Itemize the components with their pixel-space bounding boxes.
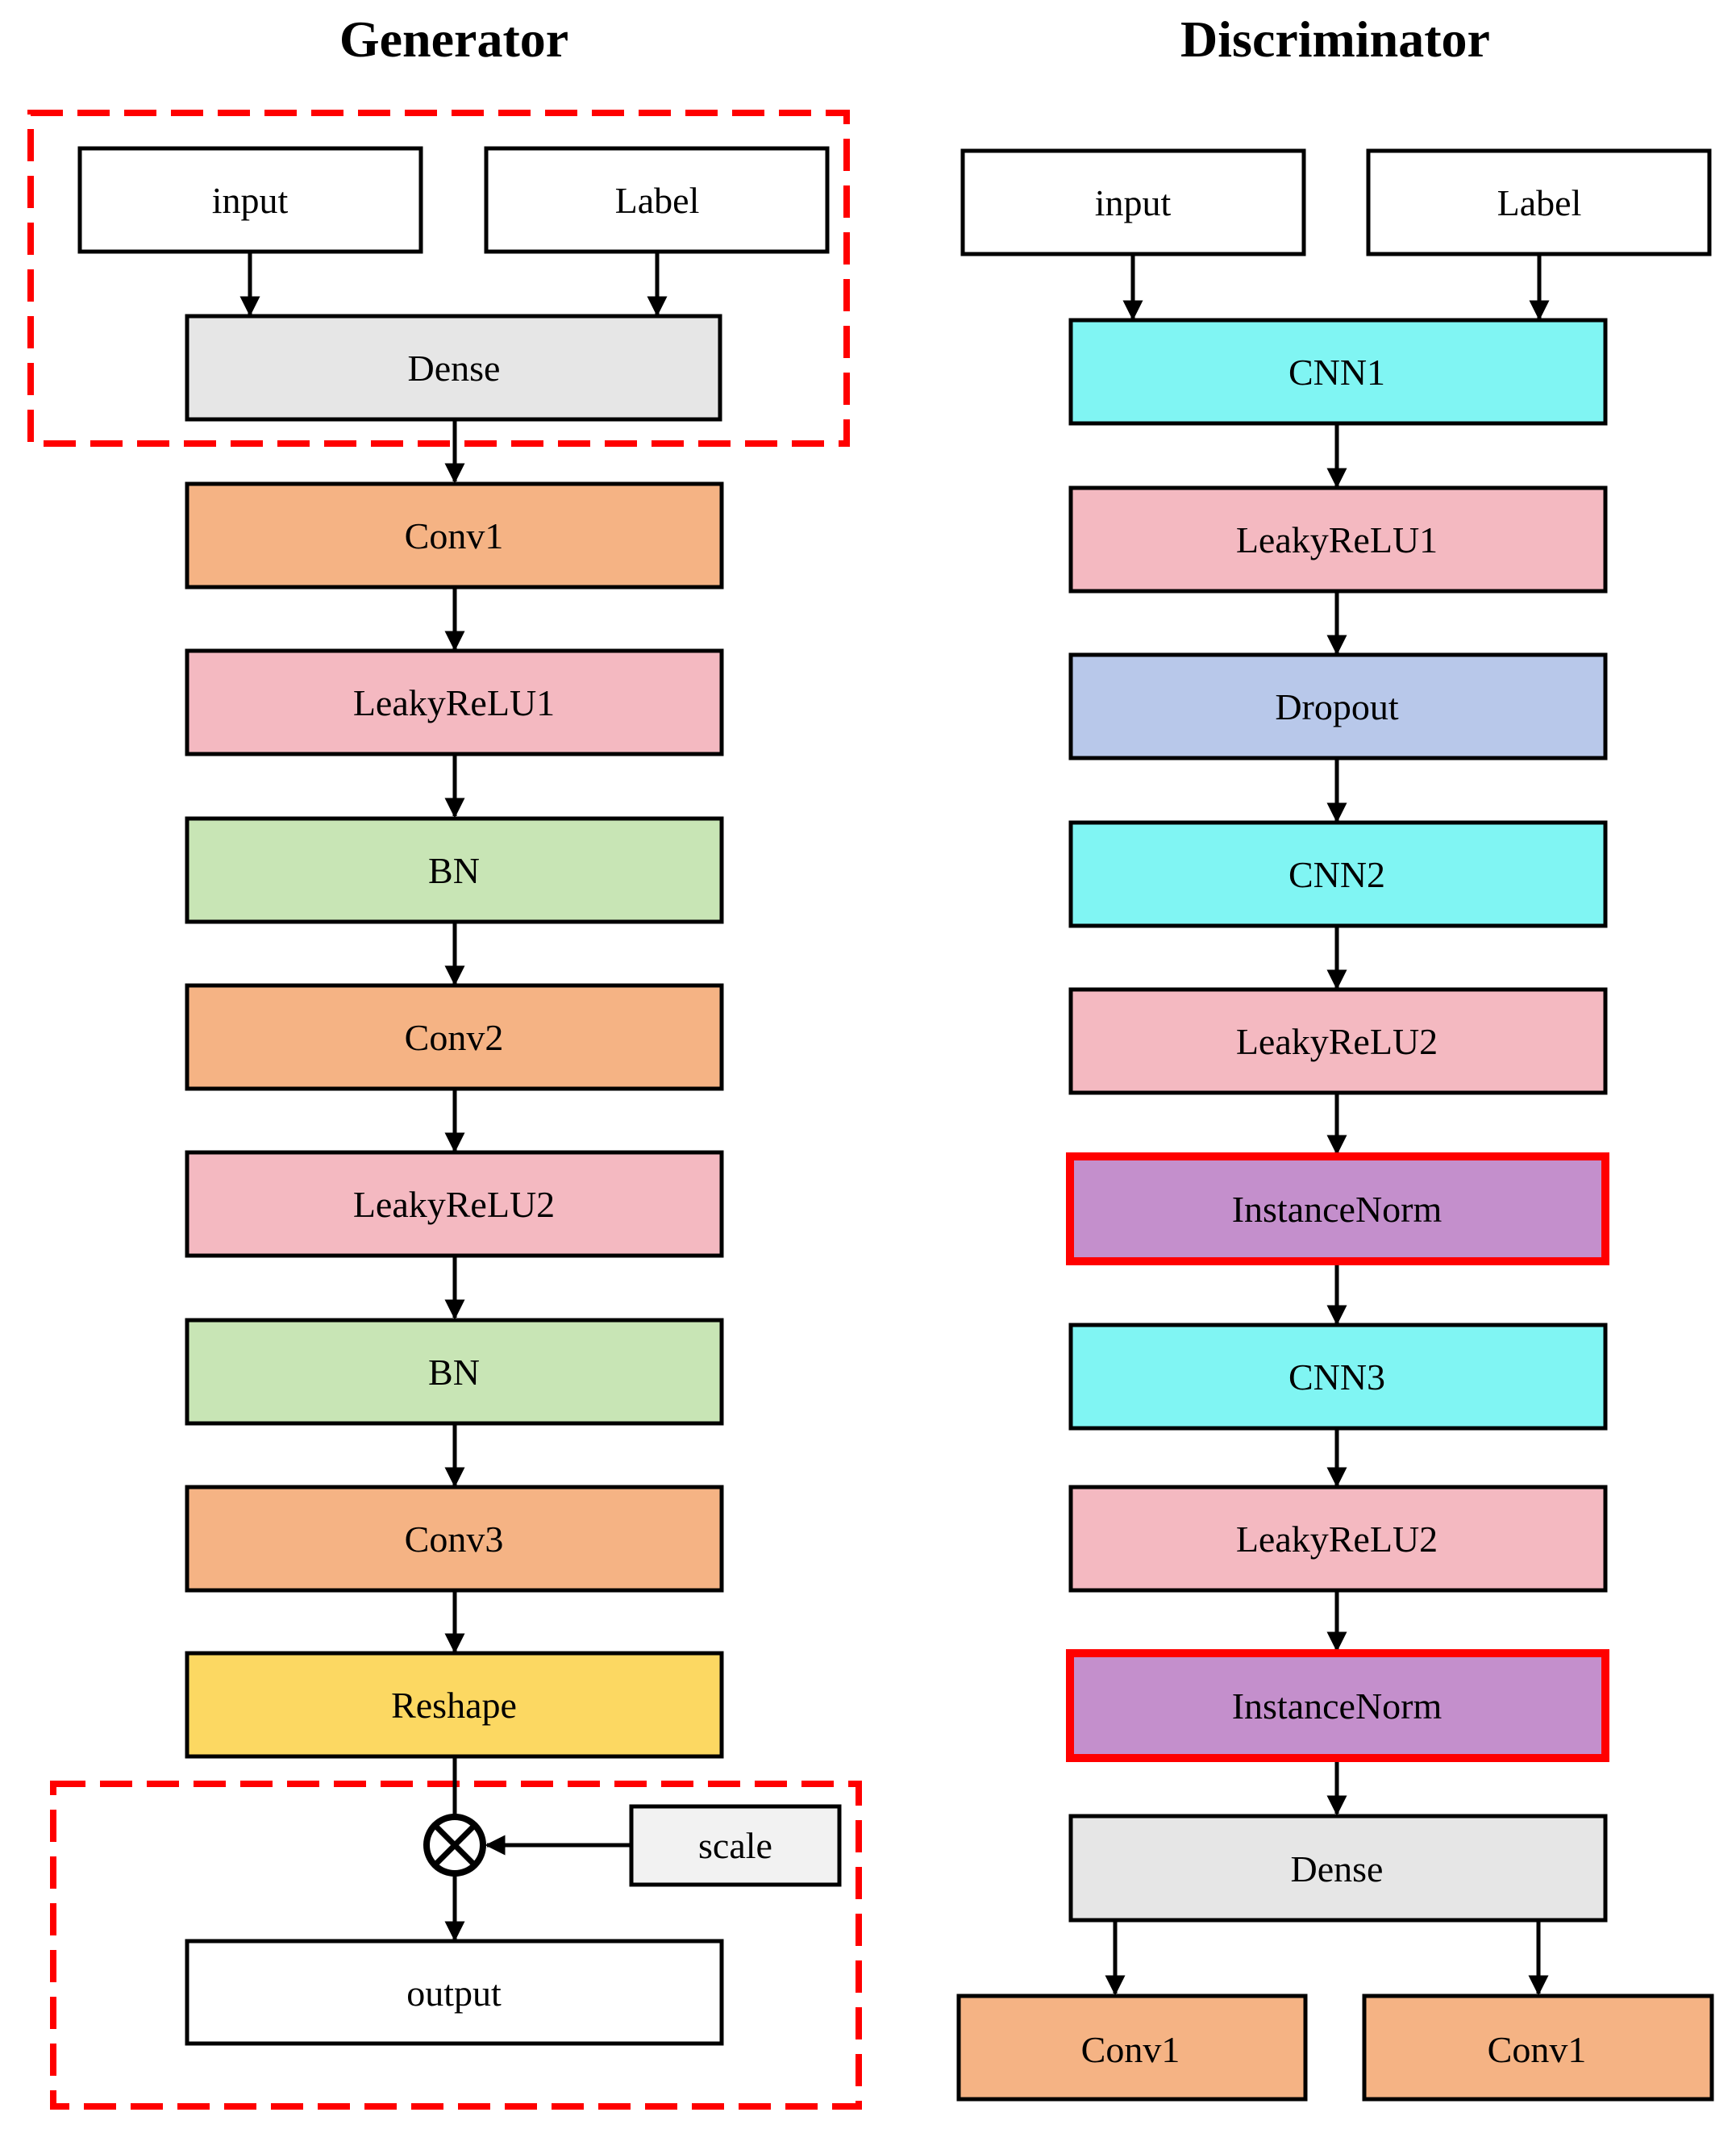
svg-text:BN: BN <box>428 1352 480 1393</box>
svg-text:Conv1: Conv1 <box>1081 2029 1180 2070</box>
gen-leakyrelu2-node: LeakyReLU2 <box>185 1150 724 1258</box>
svg-text:output: output <box>406 1973 502 2014</box>
svg-text:Label: Label <box>615 180 700 221</box>
gen-bn1-node: BN <box>185 816 724 924</box>
svg-text:Dense: Dense <box>1291 1848 1384 1889</box>
svg-text:LeakyReLU1: LeakyReLU1 <box>353 682 555 723</box>
svg-text:InstanceNorm: InstanceNorm <box>1232 1189 1443 1230</box>
gen-dense-node: Dense <box>185 314 722 422</box>
svg-text:input: input <box>212 180 289 221</box>
generator-title: Generator <box>339 10 568 68</box>
svg-text:Dense: Dense <box>408 348 501 389</box>
gen-scale-node: scale <box>629 1804 842 1887</box>
svg-text:CNN1: CNN1 <box>1288 352 1385 393</box>
svg-text:Conv2: Conv2 <box>405 1017 504 1058</box>
gen-label-node: Label <box>484 146 830 254</box>
disc-input-node: input <box>960 148 1306 256</box>
discriminator-title: Discriminator <box>1180 10 1490 68</box>
disc-label-node: Label <box>1366 148 1712 256</box>
gen-leakyrelu1-node: LeakyReLU1 <box>185 648 724 756</box>
disc-cnn2-node: CNN2 <box>1068 820 1608 928</box>
svg-text:CNN3: CNN3 <box>1288 1356 1385 1398</box>
gen-output-node: output <box>185 1939 724 2046</box>
multiply-icon <box>423 1814 486 1877</box>
svg-text:Conv3: Conv3 <box>405 1519 504 1560</box>
disc-cnn3-node: CNN3 <box>1068 1323 1608 1431</box>
disc-out1-node: Conv1 <box>956 1994 1308 2102</box>
svg-text:Conv1: Conv1 <box>405 515 504 556</box>
svg-text:BN: BN <box>428 850 480 891</box>
disc-instancenorm1-node: InstanceNorm <box>1066 1152 1609 1265</box>
svg-text:InstanceNorm: InstanceNorm <box>1232 1685 1443 1727</box>
disc-leakyrelu3-node: LeakyReLU2 <box>1068 1485 1608 1593</box>
gen-input-node: input <box>77 146 423 254</box>
generator-input-group <box>27 110 850 447</box>
svg-text:Reshape: Reshape <box>391 1685 517 1726</box>
svg-text:CNN2: CNN2 <box>1288 854 1385 895</box>
svg-text:Dropout: Dropout <box>1275 686 1399 727</box>
disc-instancenorm2-node: InstanceNorm <box>1066 1649 1609 1762</box>
svg-text:Conv1: Conv1 <box>1488 2029 1587 2070</box>
svg-text:Label: Label <box>1497 182 1582 223</box>
svg-text:LeakyReLU1: LeakyReLU1 <box>1236 519 1438 560</box>
disc-out2-node: Conv1 <box>1362 1994 1714 2102</box>
disc-leakyrelu2-node: LeakyReLU2 <box>1068 987 1608 1095</box>
disc-leakyrelu1-node: LeakyReLU1 <box>1068 485 1608 594</box>
disc-dense-node: Dense <box>1068 1814 1608 1923</box>
gen-bn2-node: BN <box>185 1318 724 1426</box>
svg-text:LeakyReLU2: LeakyReLU2 <box>353 1184 555 1225</box>
svg-text:LeakyReLU2: LeakyReLU2 <box>1236 1021 1438 1062</box>
gen-conv3-node: Conv3 <box>185 1485 724 1593</box>
gen-conv2-node: Conv2 <box>185 983 724 1091</box>
svg-text:LeakyReLU2: LeakyReLU2 <box>1236 1519 1438 1560</box>
disc-cnn1-node: CNN1 <box>1068 318 1608 426</box>
svg-text:input: input <box>1095 182 1172 223</box>
gen-conv1-node: Conv1 <box>185 481 724 590</box>
disc-dropout-node: Dropout <box>1068 652 1608 760</box>
gen-reshape-node: Reshape <box>185 1651 724 1759</box>
svg-text:scale: scale <box>698 1825 772 1866</box>
